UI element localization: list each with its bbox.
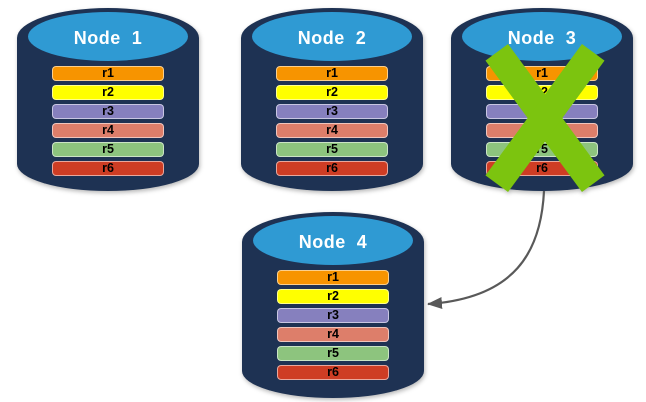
- node-title: Node 4: [298, 232, 368, 252]
- replica-bar-r2: r2: [52, 85, 164, 100]
- node-4-cylinder: Node 4 r1 r2 r3 r4 r5 r6: [242, 212, 424, 398]
- failure-x-icon: [485, 43, 605, 192]
- replica-bar-r4: r4: [277, 327, 389, 342]
- replica-bar-r6: r6: [52, 161, 164, 176]
- node-title: Node 3: [507, 28, 577, 48]
- replica-bar-r2: r2: [276, 85, 388, 100]
- node-title: Node 2: [297, 28, 367, 48]
- replica-bar-r5: r5: [277, 346, 389, 361]
- replica-bar-r6: r6: [277, 365, 389, 380]
- replica-bar-r4: r4: [276, 123, 388, 138]
- cylinder-cap: [252, 12, 412, 61]
- replica-bar-r3: r3: [52, 104, 164, 119]
- arrow-path: [427, 190, 546, 310]
- replica-bar-r1: r1: [52, 66, 164, 81]
- replica-bar-r1: r1: [276, 66, 388, 81]
- replica-bar-r1: r1: [277, 270, 389, 285]
- replica-list: r1 r2 r3 r4 r5 r6: [276, 66, 388, 176]
- replica-bar-r3: r3: [277, 308, 389, 323]
- replica-list: r1 r2 r3 r4 r5 r6: [52, 66, 164, 176]
- cylinder-cap: [28, 12, 188, 61]
- replica-bar-r4: r4: [52, 123, 164, 138]
- node-1-cylinder: Node 1 r1 r2 r3 r4 r5 r6: [17, 8, 199, 191]
- cylinder-cap: [462, 12, 622, 61]
- replica-bar-r5: r5: [276, 142, 388, 157]
- node-2-cylinder: Node 2 r1 r2 r3 r4 r5 r6: [241, 8, 423, 191]
- replica-bar-r6: r6: [276, 161, 388, 176]
- replica-bar-r2: r2: [277, 289, 389, 304]
- replica-bar-r5: r5: [52, 142, 164, 157]
- cylinder-cap: [253, 216, 413, 265]
- node-title: Node 1: [73, 28, 143, 48]
- node-3-cylinder: Node 3 r1 r2 r3 r4 r5 r6: [451, 8, 633, 192]
- replica-bar-r3: r3: [276, 104, 388, 119]
- replica-list: r1 r2 r3 r4 r5 r6: [277, 270, 389, 380]
